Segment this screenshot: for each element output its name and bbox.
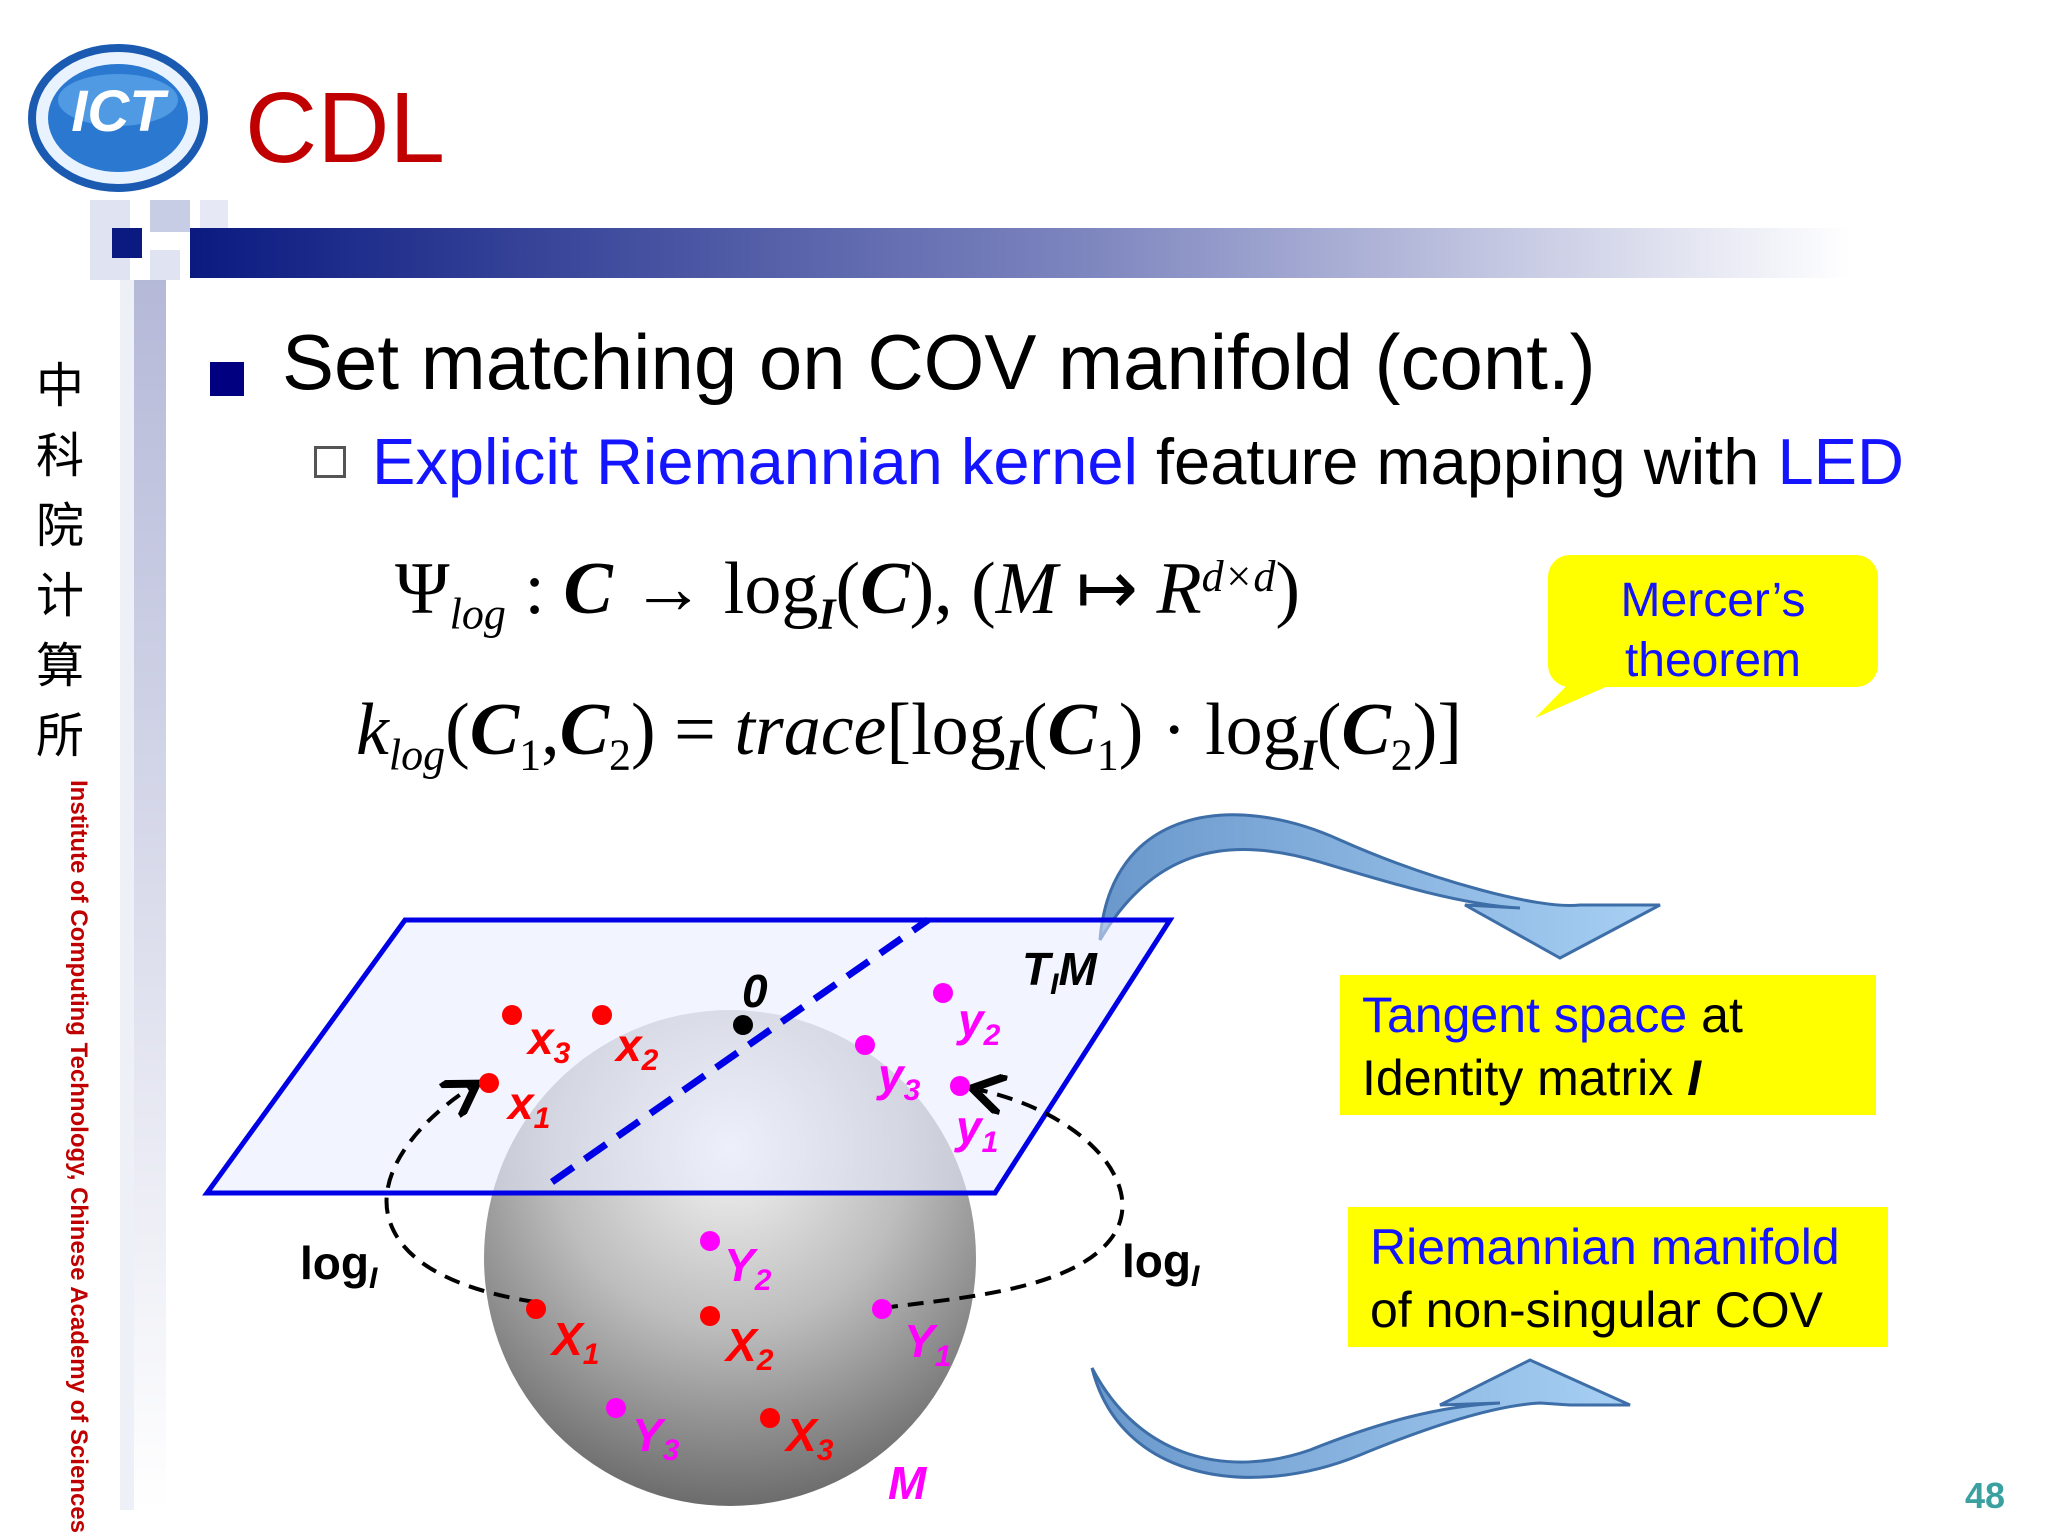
side-cjk-2: 科 <box>35 428 84 484</box>
point-X1 <box>526 1299 546 1319</box>
tangent-plane <box>202 917 1175 1196</box>
tangent-points <box>479 983 970 1096</box>
bullet-level1: Set matching on COV manifold (cont.) <box>282 318 1596 406</box>
origin-label: 0 <box>742 965 768 1017</box>
bullet-level2-led: LED <box>1777 425 1904 498</box>
label-y3: y3 <box>878 1049 921 1107</box>
log-map-label-left: logI <box>300 1237 378 1295</box>
side-cjk-5: 算 <box>35 638 84 694</box>
point-y2 <box>933 983 953 1003</box>
tangent-plane-label: TIM <box>1022 943 1097 1001</box>
logo-text: ICT <box>71 79 165 144</box>
point-X3 <box>760 1408 780 1428</box>
bullet-hollow-square-icon <box>314 446 346 478</box>
curved-arrow-bottom <box>1090 1358 1631 1479</box>
point-origin <box>733 1015 753 1035</box>
manifold-points <box>526 1231 892 1428</box>
point-x1 <box>479 1073 499 1093</box>
label-X2: X2 <box>726 1319 774 1377</box>
tangent-space-callout: Tangent space at Identity matrix I <box>1340 975 1876 1115</box>
equation-feature-map: Ψlog : C → logI(C), (M ↦ Rd×d) <box>395 548 1301 639</box>
side-cjk-4: 计 <box>35 568 84 624</box>
point-y1 <box>950 1076 970 1096</box>
page-number: 48 <box>1965 1475 2006 1516</box>
side-institute-text: Institute of Computing Technology, Chine… <box>65 780 92 1533</box>
label-y2: y2 <box>958 994 1001 1052</box>
point-Y1 <box>872 1299 892 1319</box>
slide-title: CDL <box>245 72 446 184</box>
point-x3 <box>502 1005 522 1025</box>
header-decoration <box>90 200 1850 1510</box>
geodesic-dashed-line <box>549 917 931 1185</box>
point-x2 <box>592 1005 612 1025</box>
curved-arrow-top <box>1098 813 1661 960</box>
manifold-label: M <box>888 1457 927 1509</box>
label-x1: x1 <box>508 1077 551 1135</box>
riemannian-manifold-callout: Riemannian manifold of non-singular COV <box>1348 1207 1888 1347</box>
side-cjk-3: 院 <box>35 498 84 554</box>
ict-logo <box>28 44 208 192</box>
label-x2: x2 <box>616 1019 659 1077</box>
log-map-label-right: logI <box>1122 1235 1200 1293</box>
label-X1: X1 <box>552 1313 600 1371</box>
label-Y1: Y1 <box>904 1315 952 1373</box>
label-X3: X3 <box>786 1409 834 1467</box>
point-y3 <box>855 1035 875 1055</box>
equation-log-kernel: klog(C1,C2) = trace[logI(C1) · logI(C2)] <box>356 689 1463 780</box>
side-cjk-6: 所 <box>35 708 84 764</box>
side-cjk-1: 中 <box>35 358 84 414</box>
point-X2 <box>700 1306 720 1326</box>
label-Y3: Y3 <box>632 1409 680 1467</box>
log-map-curve-left <box>384 1088 536 1304</box>
mercer-callout: Mercer’s theorem <box>1548 555 1878 687</box>
label-y1: y1 <box>956 1101 999 1159</box>
bullet-level2-mid: feature mapping with <box>1137 425 1778 498</box>
point-Y2 <box>700 1231 720 1251</box>
bullet-square-icon <box>210 362 244 396</box>
label-Y2: Y2 <box>724 1239 772 1297</box>
bullet-level2-highlight: Explicit Riemannian kernel <box>372 425 1138 498</box>
label-x3: x3 <box>528 1012 571 1070</box>
bullet-level2: Explicit Riemannian kernel feature mappi… <box>372 425 1904 498</box>
log-map-curve-right <box>881 1090 1125 1310</box>
point-Y3 <box>606 1398 626 1418</box>
